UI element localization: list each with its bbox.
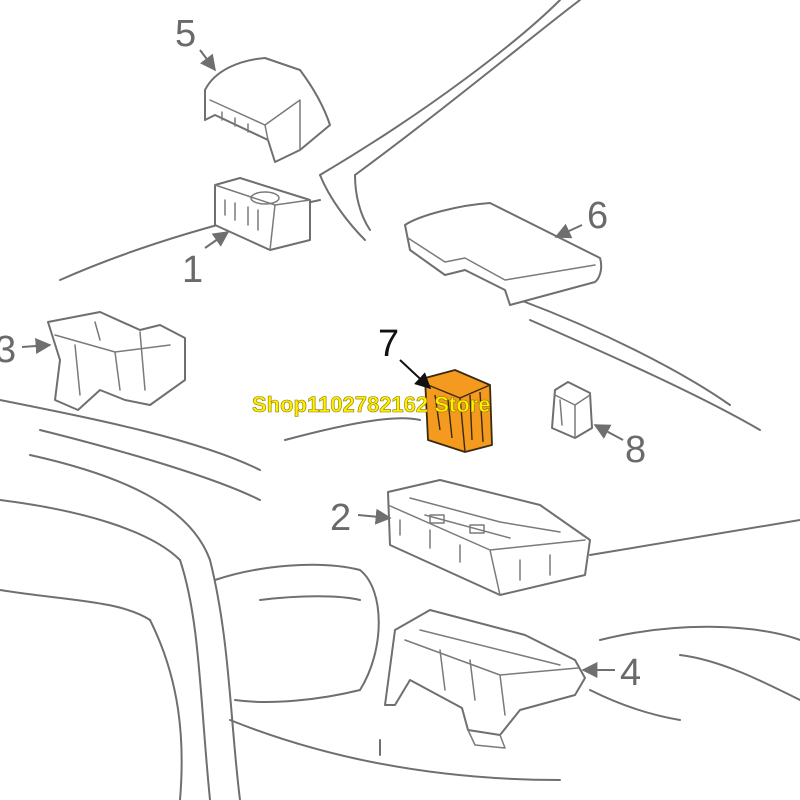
part-1-relay-block xyxy=(214,177,311,251)
callout-2: 2 xyxy=(330,497,351,539)
store-watermark: Shop1102782162 Store xyxy=(252,392,490,417)
arrow-3 xyxy=(21,338,52,355)
arrow-8 xyxy=(593,424,624,441)
callout-arrows xyxy=(21,49,624,678)
part-7-module xyxy=(424,369,493,453)
part-8-relay xyxy=(551,381,593,439)
callout-6: 6 xyxy=(587,195,608,237)
part-4-tray xyxy=(384,609,586,749)
callout-4: 4 xyxy=(620,652,641,694)
arrow-5 xyxy=(199,49,216,72)
arrow-2 xyxy=(357,508,392,525)
callout-7: 7 xyxy=(378,323,399,365)
arrow-6 xyxy=(554,223,583,239)
callout-3: 3 xyxy=(0,329,16,371)
part-3-bracket xyxy=(47,311,186,411)
part-2-fuse-box xyxy=(387,479,591,596)
part-6-fuse-cover xyxy=(404,202,603,306)
callout-1: 1 xyxy=(182,249,203,291)
arrow-1 xyxy=(204,231,230,249)
arrow-7 xyxy=(399,359,432,390)
callout-5: 5 xyxy=(175,13,196,55)
part-5-cover xyxy=(204,57,331,163)
callout-8: 8 xyxy=(625,429,646,471)
